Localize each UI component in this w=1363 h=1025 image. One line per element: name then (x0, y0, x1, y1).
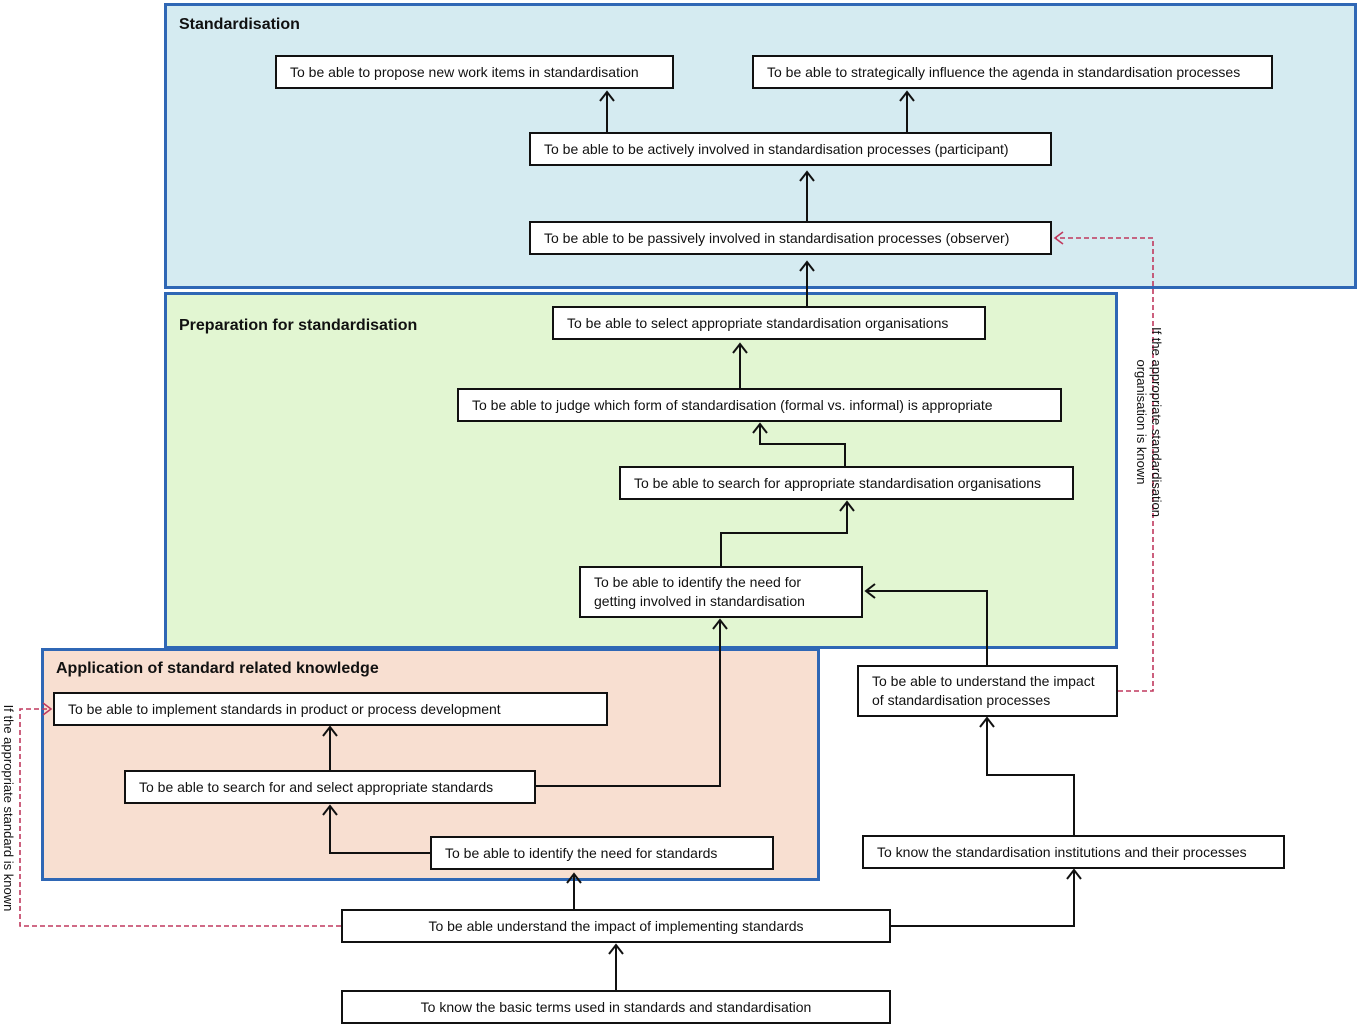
node-understand-impact-processes-line2: of standardisation processes (872, 692, 1051, 708)
node-search-organisations: To be able to search for appropriate sta… (619, 466, 1074, 500)
node-propose-new-work-items: To be able to propose new work items in … (275, 55, 674, 89)
arrow-impact-implementing-to-institutions (890, 870, 1075, 927)
arrowhead-search-standards-to-identify (712, 618, 728, 630)
node-propose-new-work-items-label: To be able to propose new work items in … (290, 63, 639, 80)
node-select-organisations: To be able to select appropriate standar… (552, 306, 986, 340)
arrowhead-impact-implementing-to-institutions (1066, 868, 1082, 880)
dashed-arrowhead-to-passive (1053, 231, 1064, 245)
node-implement-standards-label: To be able to implement standards in pro… (68, 700, 501, 717)
arrowhead-institutions-to-impact-processes (979, 716, 995, 728)
arrowhead-active-to-strategic (899, 90, 915, 102)
arrowhead-basic-terms-to-impact-implementing (608, 943, 624, 955)
arrow-identify-involvement-to-search-orgs (720, 502, 848, 566)
node-passively-involved-label: To be able to be passively involved in s… (544, 229, 1010, 246)
arrowhead-select-to-passive (799, 260, 815, 272)
node-know-institutions: To know the standardisation institutions… (862, 835, 1285, 869)
node-identify-need-involvement: To be able to identify the need for gett… (579, 566, 863, 618)
dashed-arrowhead-to-implement (42, 702, 53, 716)
condition-standard-known-label: If the appropriate standard is known (1, 704, 16, 912)
node-passively-involved: To be able to be passively involved in s… (529, 221, 1052, 255)
node-know-institutions-label: To know the standardisation institutions… (877, 843, 1247, 860)
arrowhead-identify-involvement-to-search-orgs (839, 500, 855, 512)
node-implement-standards: To be able to implement standards in pro… (53, 692, 608, 726)
arrowhead-passive-to-active (799, 170, 815, 182)
arrowhead-active-to-propose (599, 90, 615, 102)
node-identify-need-standards: To be able to identify the need for stan… (430, 836, 774, 870)
arrow-institutions-to-impact-processes (986, 718, 1075, 835)
arrow-identify-standards-to-search (329, 806, 430, 854)
arrowhead-judge-to-select (732, 342, 748, 354)
condition-organisation-known-line2: organisation is known (1134, 359, 1149, 485)
node-identify-need-standards-label: To be able to identify the need for stan… (445, 844, 718, 861)
arrowhead-identify-standards-to-search (322, 804, 338, 816)
node-understand-impact-processes: To be able to understand the impact of s… (857, 665, 1118, 717)
node-select-organisations-label: To be able to select appropriate standar… (567, 314, 949, 331)
node-search-organisations-label: To be able to search for appropriate sta… (634, 474, 1042, 491)
standardisation-region-title: Standardisation (179, 16, 300, 33)
arrow-search-orgs-to-judge (759, 424, 846, 466)
condition-organisation-known-line1: If the appropriate standardisation (1149, 326, 1164, 518)
arrow-search-standards-to-identify (535, 620, 721, 787)
node-search-select-standards-label: To be able to search for and select appr… (139, 778, 494, 795)
node-know-basic-terms-label: To know the basic terms used in standard… (420, 998, 812, 1015)
arrowhead-search-orgs-to-judge (752, 422, 768, 434)
node-search-select-standards: To be able to search for and select appr… (124, 770, 536, 804)
arrow-impact-processes-to-identify (866, 590, 988, 665)
node-judge-form: To be able to judge which form of standa… (457, 388, 1062, 422)
condition-organisation-known: If the appropriate standardisation organ… (1132, 282, 1164, 562)
arrowhead-search-standards-to-implement (322, 725, 338, 737)
node-strategically-influence-agenda-label: To be able to strategically influence th… (767, 63, 1241, 80)
node-identify-need-involvement-line2: getting involved in standardisation (594, 593, 805, 609)
condition-standard-known: If the appropriate standard is known (0, 688, 16, 928)
dashed-arrow-impact-implementing-to-implement (19, 708, 341, 927)
node-strategically-influence-agenda: To be able to strategically influence th… (752, 55, 1273, 89)
node-judge-form-label: To be able to judge which form of standa… (472, 396, 993, 413)
node-actively-involved: To be able to be actively involved in st… (529, 132, 1052, 166)
node-identify-need-involvement-line1: To be able to identify the need for (594, 574, 802, 590)
preparation-region-title: Preparation for standardisation (179, 317, 418, 334)
arrowhead-impact-processes-to-identify (864, 583, 876, 599)
arrowhead-impact-implementing-to-application (566, 872, 582, 884)
node-understand-impact-processes-line1: To be able to understand the impact (872, 673, 1095, 689)
node-understand-impact-implementing: To be able understand the impact of impl… (341, 909, 891, 943)
application-region-title: Application of standard related knowledg… (56, 660, 379, 677)
node-know-basic-terms: To know the basic terms used in standard… (341, 990, 891, 1024)
node-actively-involved-label: To be able to be actively involved in st… (544, 140, 1009, 157)
dashed-arrow-impact-processes-to-passive (1055, 237, 1154, 692)
node-understand-impact-implementing-label: To be able understand the impact of impl… (428, 917, 804, 934)
